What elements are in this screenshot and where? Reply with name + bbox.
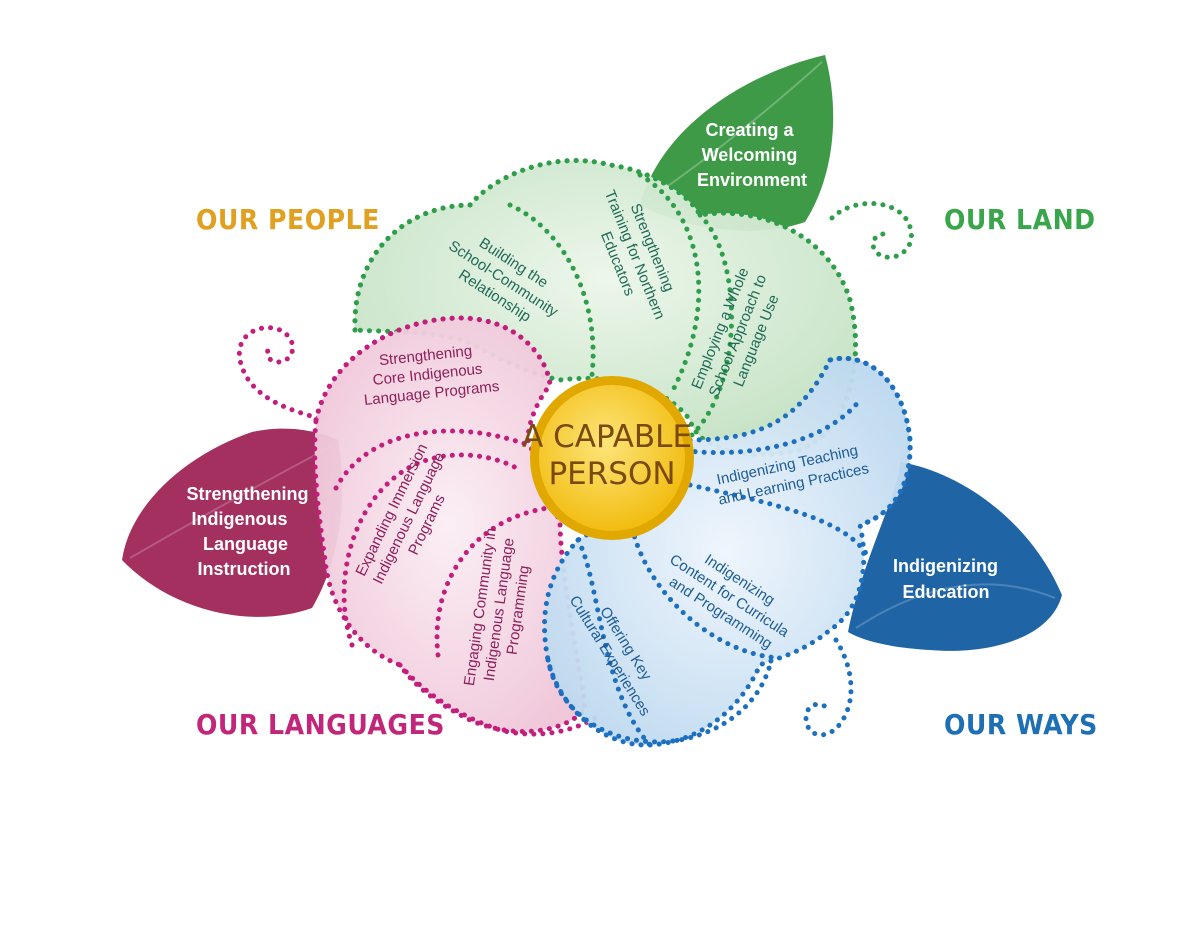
blue-petal-dotted-line-3 xyxy=(687,482,873,563)
leaf-green-line-1: Creating a xyxy=(705,120,794,140)
swirl-blue xyxy=(803,637,854,738)
leaf-blue-line-2: Education xyxy=(902,582,989,602)
leaf-pink-line-3: Language xyxy=(203,534,288,554)
petal-group-pink xyxy=(312,315,598,737)
blue-petal-dotted-line-2 xyxy=(665,397,863,456)
pink-petal-fill xyxy=(314,318,585,732)
green-petal-fill xyxy=(354,160,856,455)
leaf-pink-line-2: Indigenous xyxy=(191,509,287,529)
leaf-green: Creating a Welcoming Environment xyxy=(640,55,834,231)
leaf-blue-text: Indigenizing Education xyxy=(893,556,1003,602)
pink-petal-dotted-line-2 xyxy=(333,428,531,491)
label-our-people: OUR PEOPLE xyxy=(196,203,380,236)
center-line-1: A CAPABLE xyxy=(522,419,692,455)
pink-petal-outline xyxy=(312,315,588,734)
pink-petal-dotted-line-5 xyxy=(397,662,598,737)
pink-petal-dotted-line-4 xyxy=(434,505,551,658)
leaf-pink: Strengthening Indigenous Language Instru… xyxy=(122,428,343,617)
center-line-2: PERSON xyxy=(548,456,675,492)
center-text: A CAPABLE PERSON xyxy=(522,419,702,492)
leaf-green-shape xyxy=(640,55,834,231)
leaf-pink-text: Strengthening Indigenous Language Instru… xyxy=(186,484,313,579)
leaf-green-text: Creating a Welcoming Environment xyxy=(697,120,807,190)
label-our-languages: OUR LANGUAGES xyxy=(196,708,445,741)
label-our-ways: OUR WAYS xyxy=(944,708,1098,741)
blue-petal-dotted-line-6 xyxy=(545,657,773,745)
green-petal-outline xyxy=(352,158,858,457)
petal-group-blue xyxy=(542,355,913,748)
leaf-blue: Indigenizing Education xyxy=(848,462,1062,651)
blue-petal-dotted-line-4 xyxy=(629,525,783,661)
blue-petal-outline xyxy=(542,355,913,748)
leaf-blue-line-1: Indigenizing xyxy=(893,556,998,576)
pink-petal-dotted-line-3 xyxy=(341,452,523,648)
swirl-green xyxy=(829,201,914,260)
leaf-pink-line-4: Instruction xyxy=(198,559,291,579)
leaf-blue-shape xyxy=(848,462,1062,651)
leaf-pink-shape xyxy=(122,428,343,617)
center-badge: A CAPABLE PERSON xyxy=(522,376,702,540)
blue-petal-dotted-line-5 xyxy=(575,537,653,748)
center-badge-core xyxy=(539,385,685,531)
green-petal-dotted-line-2 xyxy=(507,202,596,378)
green-petal-dotted-line-3 xyxy=(637,172,702,395)
pink-item-1-text: Strengthening Core Indigenous Language P… xyxy=(359,340,500,409)
leaf-green-line-3: Environment xyxy=(697,170,807,190)
petal-group-green xyxy=(352,158,858,457)
swirl-pink xyxy=(236,325,321,421)
label-our-land: OUR LAND xyxy=(944,203,1096,236)
leaf-pink-line-1: Strengthening xyxy=(186,484,308,504)
leaf-green-line-2: Welcoming xyxy=(702,145,798,165)
blue-petal-fill xyxy=(544,358,911,746)
green-petal-dotted-line-4 xyxy=(677,212,735,448)
